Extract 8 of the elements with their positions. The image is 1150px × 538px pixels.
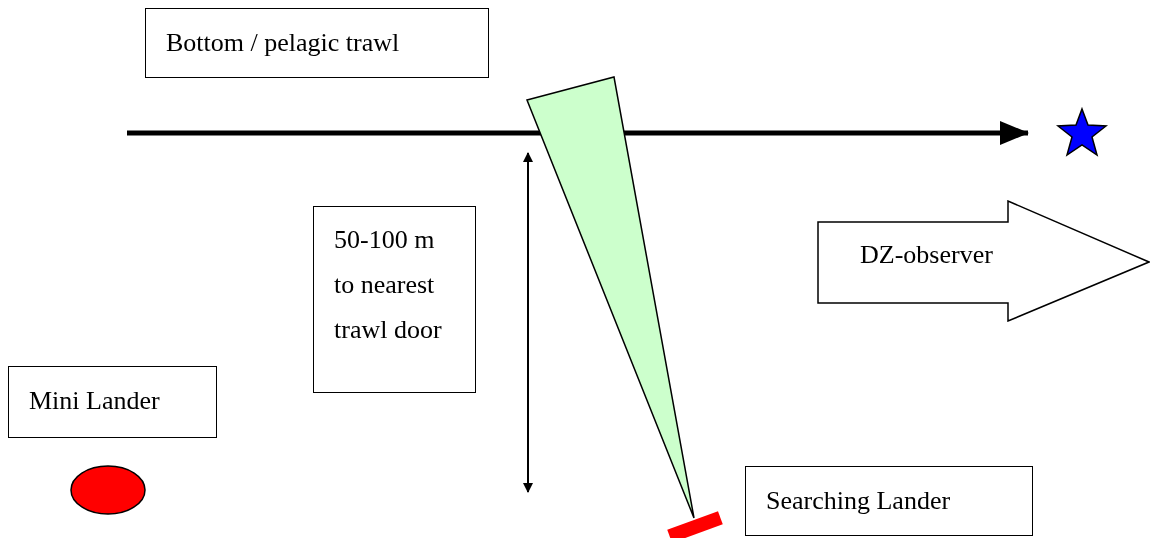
star-icon xyxy=(1055,106,1109,157)
sonar-beam xyxy=(526,76,695,519)
lander-symbol xyxy=(70,465,146,515)
text-box: 50-100 m to nearest trawl door xyxy=(313,206,476,393)
text-box: Bottom / pelagic trawl xyxy=(145,8,489,78)
text-box: Mini Lander xyxy=(8,366,217,438)
arrow-label: DZ-observer xyxy=(860,240,993,270)
text-box: Searching Lander xyxy=(745,466,1033,536)
